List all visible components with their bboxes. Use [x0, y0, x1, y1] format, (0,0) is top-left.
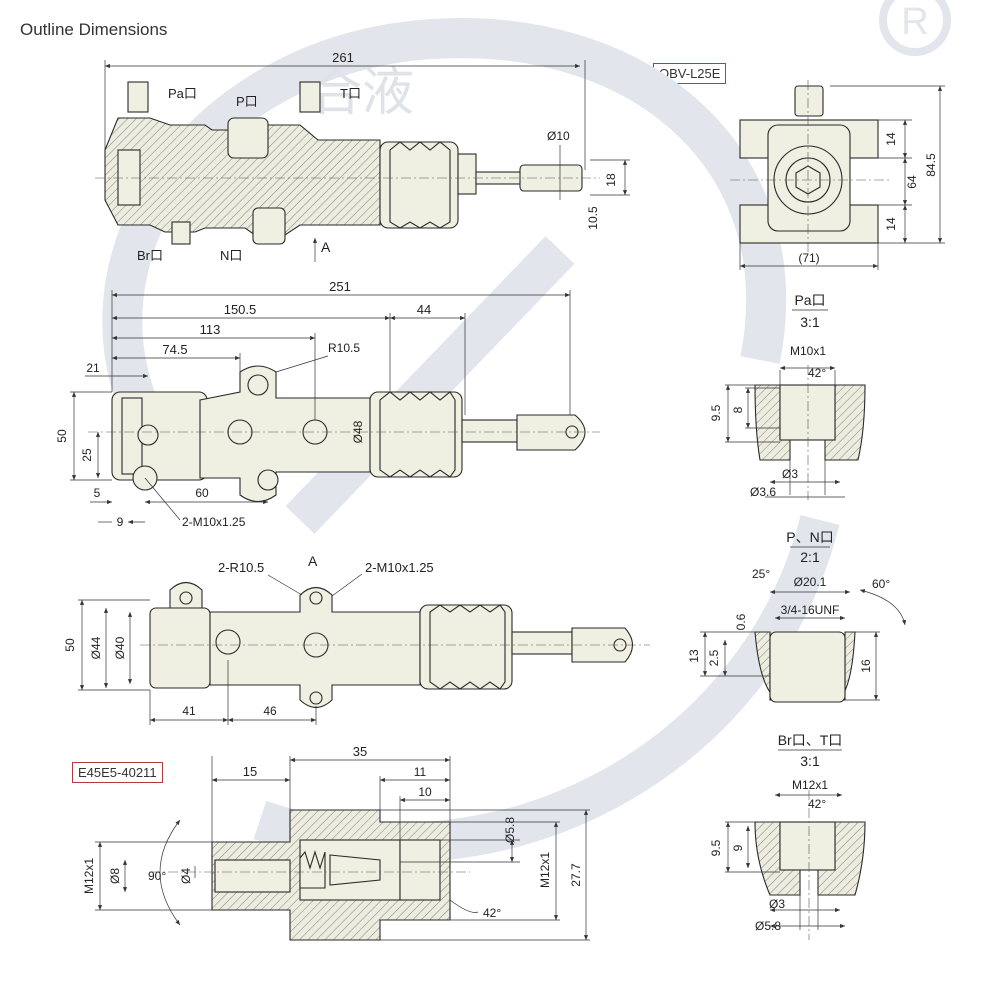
detail-br-scale: 3:1: [800, 753, 820, 769]
detail-pn: P、N口 2:1 Ø20.1 25° 60° 3/4-16UNF 13 2.5 …: [687, 529, 907, 703]
detail-br-thread: M12x1: [792, 778, 828, 792]
port-n-label: N口: [220, 248, 242, 263]
watermark-mark: R: [901, 1, 928, 43]
valve-angle-2: 42°: [483, 906, 501, 920]
dim-25: 25: [80, 448, 94, 462]
detail-pn-title: P、N口: [786, 529, 833, 545]
dim-d44: Ø44: [89, 636, 103, 659]
detail-br-outer: Ø5.8: [755, 919, 781, 933]
dim-60: 60: [195, 486, 209, 500]
dim-251: 251: [329, 279, 351, 294]
dim-radius-bottom: 2-R10.5: [218, 560, 264, 575]
valve-dim-11: 11: [414, 765, 427, 779]
valve-section: 35 15 11 10 Ø5.8 M12x1 27.7 42° M12x1 Ø8…: [82, 744, 590, 941]
detail-pn-scale: 2:1: [800, 549, 820, 565]
detail-br-title: Br口、T口: [778, 732, 843, 748]
detail-br-angle: 42°: [808, 797, 826, 811]
valve-dim-d8: Ø8: [108, 868, 122, 884]
detail-br-hole: Ø3: [769, 897, 785, 911]
bottom-view: 2-R10.5 A 2-M10x1.25 50 Ø44 Ø40 41 46: [63, 553, 650, 725]
dim-fork-offset: 10.5: [586, 206, 600, 230]
section-mark-a-bottom: A: [308, 553, 318, 569]
dim-150: 150.5: [224, 302, 257, 317]
detail-br: Br口、T口 3:1 M12x1 42° 9.5 9 Ø3 Ø5.8: [709, 732, 866, 940]
model-tag: OBV-L25E: [653, 63, 727, 84]
dim-r105: R10.5: [328, 341, 360, 355]
detail-pa-outer: Ø3.6: [750, 485, 776, 499]
valve-thread-left: M12x1: [82, 858, 96, 894]
port-t-label: T口: [340, 86, 361, 101]
detail-pa-8: 8: [731, 406, 745, 413]
dim-21: 21: [86, 361, 100, 375]
port-p-label: P口: [236, 94, 258, 109]
detail-pa-title: Pa口: [794, 292, 825, 308]
dim-thread-bottom: 2-M10x1.25: [365, 560, 434, 575]
detail-pn-25: 2.5: [707, 649, 721, 666]
dim-d40: Ø40: [113, 636, 127, 659]
dim-thread-top: 2-M10x1.25: [182, 515, 246, 529]
watermark-text: 合液: [310, 64, 414, 122]
top-view: 251 150.5 44 113 74.5 21 R10.5 Ø48 50 25…: [55, 279, 600, 529]
detail-br-depth: 9.5: [709, 839, 723, 856]
detail-pn-13: 13: [687, 649, 701, 663]
dim-5: 5: [94, 486, 101, 500]
detail-pa-angle: 42°: [808, 366, 826, 380]
detail-pn-angle-left: 25°: [752, 567, 770, 581]
dim-end-bottom: 14: [884, 217, 898, 231]
dim-overall-length: 261: [332, 50, 354, 65]
side-view: 261 Pa口 P口 T口 Br口 N口 A Ø10 18 10.5: [95, 50, 630, 263]
valve-dim-15: 15: [243, 764, 257, 779]
detail-br-9: 9: [731, 844, 745, 851]
dim-bottom-50: 50: [63, 638, 77, 652]
dim-end-height: 84.5: [924, 153, 938, 177]
valve-dim-35: 35: [353, 744, 367, 759]
dim-end-width: (71): [798, 251, 819, 265]
valve-dim-10: 10: [418, 785, 432, 799]
dim-rod-diameter: Ø10: [547, 129, 570, 143]
valve-dim-277: 27.7: [569, 863, 583, 887]
valve-dim-d58: Ø5.8: [503, 817, 517, 843]
registered-mark-icon: [879, 0, 951, 56]
dim-50: 50: [55, 429, 69, 443]
detail-pn-dia: Ø20.1: [794, 575, 827, 589]
valve-dim-d4: Ø4: [179, 868, 193, 884]
detail-pa-hole: Ø3: [782, 467, 798, 481]
detail-pn-16: 16: [859, 659, 873, 673]
dim-9: 9: [117, 515, 124, 529]
dim-74: 74.5: [162, 342, 187, 357]
dim-end-center: 64: [905, 175, 919, 189]
detail-pa-depth: 9.5: [709, 404, 723, 421]
detail-pn-06: 0.6: [734, 613, 748, 630]
valve-model-tag: E45E5-40211: [72, 762, 163, 783]
dim-end-top: 14: [884, 132, 898, 146]
dim-44: 44: [417, 302, 431, 317]
detail-pa: Pa口 3:1 M10x1 42° 9.5 8 Ø3 Ø3.6: [709, 292, 866, 500]
end-view: 14 64 14 84.5 (71): [730, 80, 945, 270]
port-pa-label: Pa口: [168, 86, 197, 101]
detail-pn-angle-right: 60°: [872, 577, 890, 591]
valve-thread-right: M12x1: [538, 852, 552, 888]
port-br-label: Br口: [137, 248, 163, 263]
valve-angle: 90°: [148, 869, 166, 883]
section-mark-a: A: [321, 239, 331, 255]
detail-pa-thread: M10x1: [790, 344, 826, 358]
detail-pa-scale: 3:1: [800, 314, 820, 330]
dim-d48: Ø48: [351, 420, 365, 443]
page-title: Outline Dimensions: [20, 20, 168, 39]
dim-113: 113: [200, 322, 221, 337]
dim-41: 41: [182, 704, 196, 718]
dim-fork-width: 18: [604, 173, 618, 187]
dim-46: 46: [263, 704, 277, 718]
detail-pn-thread: 3/4-16UNF: [781, 603, 840, 617]
